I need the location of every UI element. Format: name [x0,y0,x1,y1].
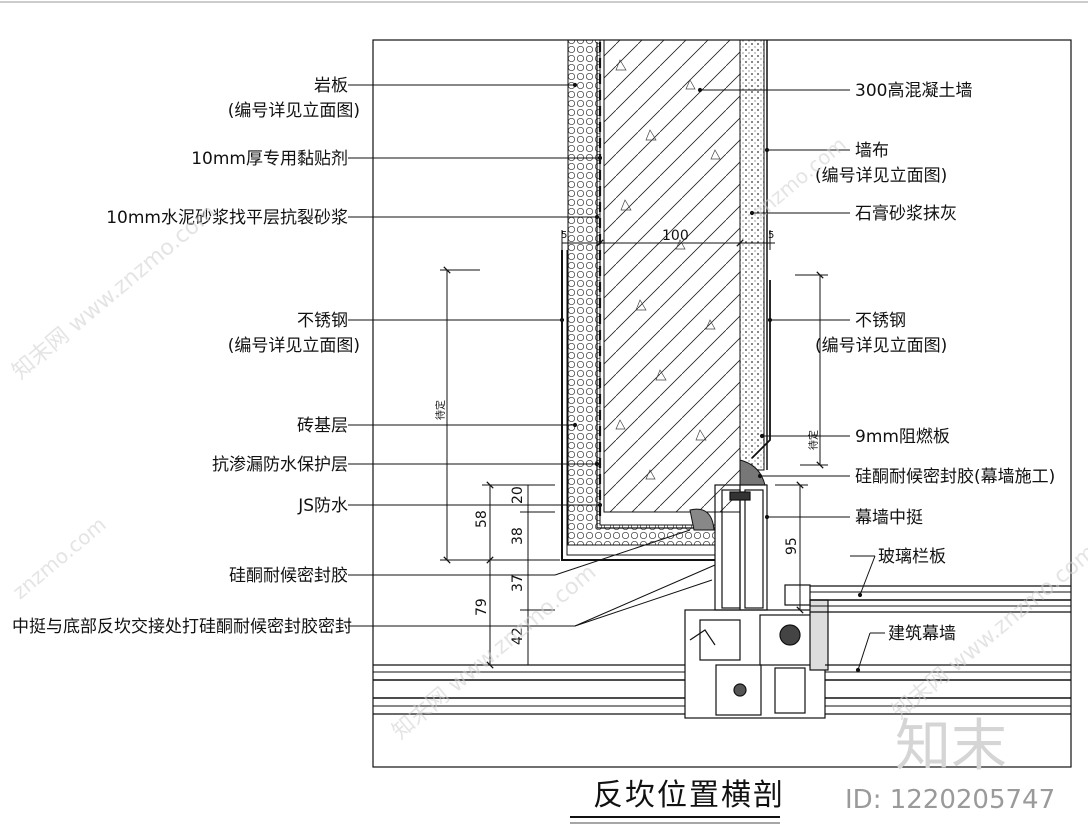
dim-left-e: 37 [510,574,526,592]
label-waterproof-protect: 抗渗漏防水保护层 [212,455,348,475]
stainless-left-inner [566,250,715,556]
profile-cluster [684,584,829,719]
label-mortar: 10mm水泥砂浆找平层抗裂砂浆 [106,208,348,228]
label-building-curtain: 建筑幕墙 [888,624,956,644]
label-brick: 砖基层 [297,416,348,436]
dim-wall-width: 100 [662,228,689,244]
drawing-title: 反坎位置横剖 [593,778,785,813]
label-wallcloth: 墙布 [855,141,889,161]
label-sealant-right: 硅酮耐候密封胶(幕墙施工) [855,467,1055,487]
label-stainless-right: 不锈钢 [855,311,906,331]
label-stainless-right-note: (编号详见立面图) [815,336,947,356]
dim-left-b: 20 [510,486,526,504]
label-concrete-wall: 300高混凝土墙 [855,81,972,101]
glass-balustrade [810,585,1071,613]
dim-left-f: 42 [510,627,526,645]
waterproof-line [596,42,715,529]
leaders-right [697,87,885,673]
label-fire-board: 9mm阻燃板 [855,427,950,447]
id-text: ID: 1220205747 [845,785,1055,815]
dimension-lines [440,230,828,669]
dim-left-d: 79 [474,598,490,616]
stainless-left [561,250,715,561]
leaders-left [348,82,716,627]
dim-left-a: 58 [474,510,490,528]
label-glass-balustrade: 玻璃栏板 [878,547,946,567]
dim-gap-left: 5 [561,230,567,241]
label-stainless-left: 不锈钢 [297,311,348,331]
label-js-waterproof: JS防水 [297,496,348,516]
brand-logo: 知末 [895,714,1007,779]
label-mullion-seal: 中挺与底部反坎交接处打硅酮耐候密封胶密封 [12,617,352,637]
dim-vert-note-left: 待定 [434,400,447,420]
label-sealant-left: 硅酮耐候密封胶 [229,566,348,586]
label-rock-slab-note: (编号详见立面图) [228,101,360,121]
label-gypsum: 石膏砂浆抹灰 [855,203,957,224]
label-stainless-left-note: (编号详见立面图) [228,336,360,356]
label-mullion: 幕墙中挺 [855,508,923,528]
concrete-wall [603,39,741,513]
seal-bottom [689,508,715,531]
dim-right-a: 95 [784,537,800,555]
dim-vert-note-right: 待定 [807,430,820,450]
label-adhesive: 10mm厚专用黏贴剂 [191,149,348,169]
plaster-layer [739,39,765,471]
label-rock-slab: 岩板 [314,76,348,96]
dim-gap-right: 5 [768,230,774,241]
watermark-3: 知末网 www.znzmo.com [388,560,601,745]
label-wallcloth-note: (编号详见立面图) [815,166,947,186]
dim-left-c: 38 [510,527,526,545]
watermark-2: znzmo.com [8,512,111,604]
building-curtain-glass [373,664,1071,715]
stainless-right [751,280,771,459]
